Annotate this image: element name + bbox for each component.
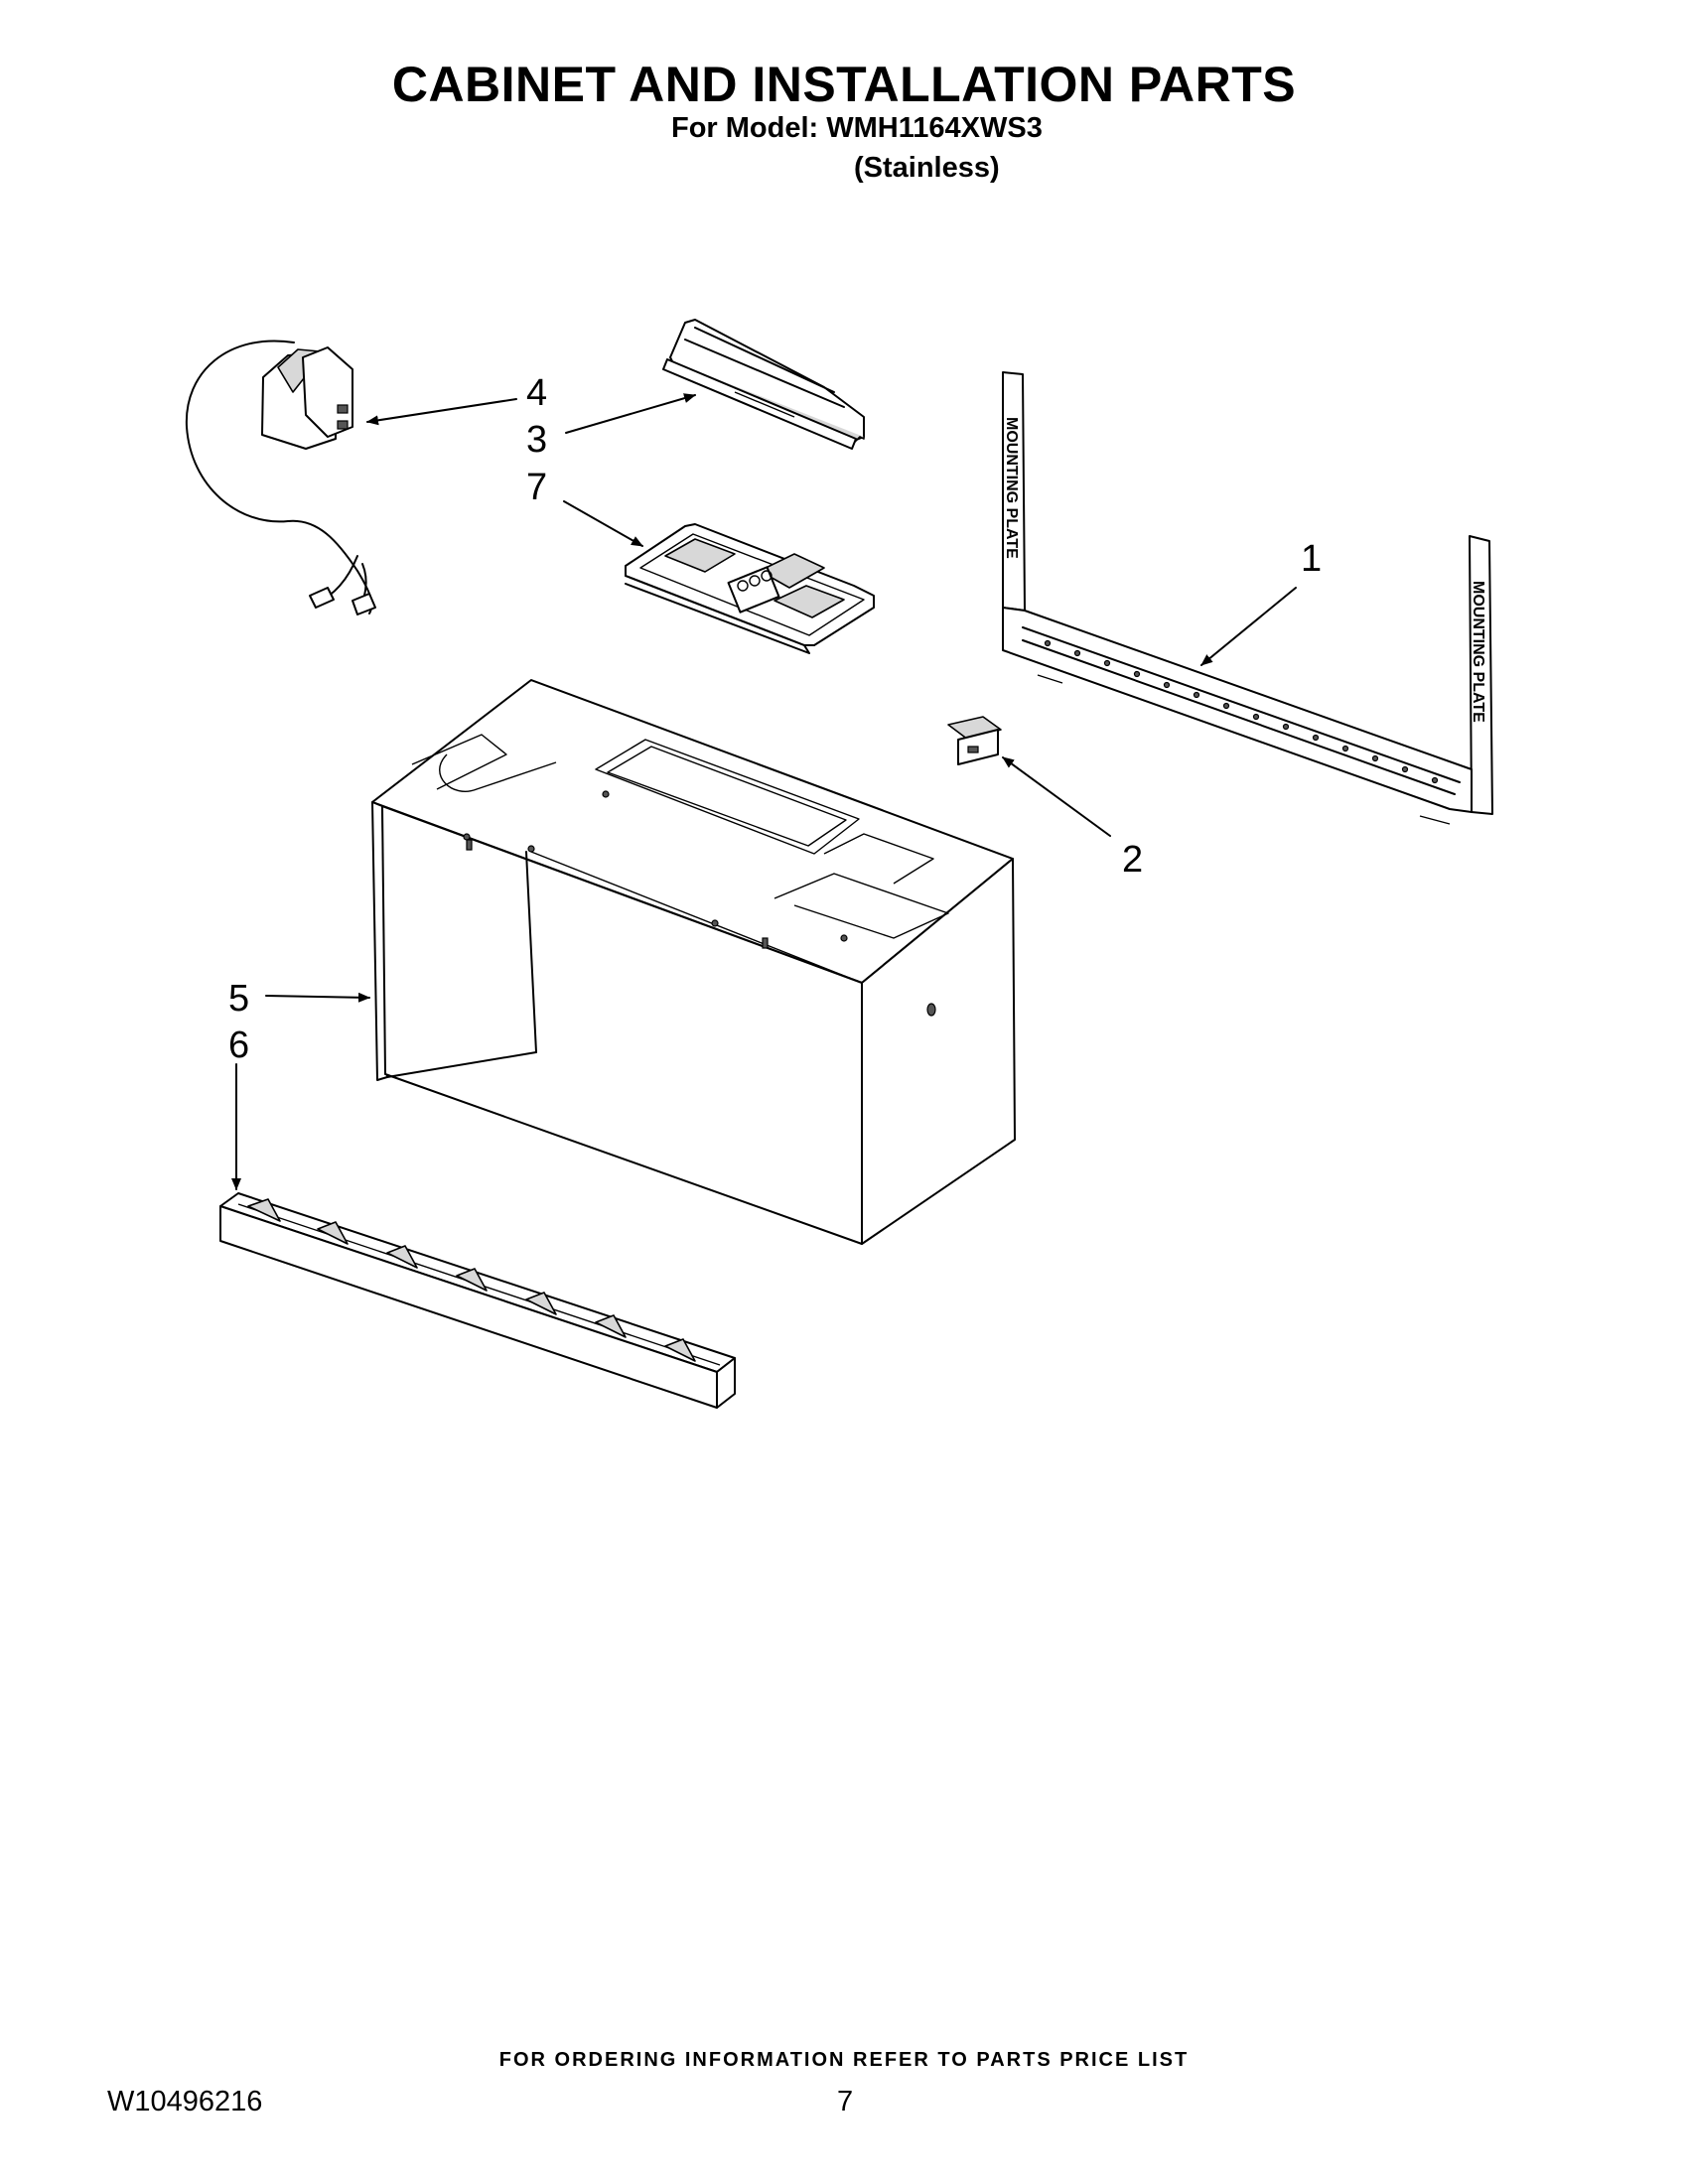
plate-hole-row [1044, 639, 1439, 784]
page-title: CABINET AND INSTALLATION PARTS [391, 57, 1297, 112]
cabinet-part [371, 679, 1016, 1245]
callout-6: 6 [228, 1024, 249, 1066]
leader-arrows [231, 393, 1297, 1190]
damper-plate-part [625, 523, 875, 654]
top-vent-part [662, 319, 865, 450]
callout-2: 2 [1122, 839, 1143, 881]
front-grille-part [219, 1192, 736, 1409]
ordering-info-note: FOR ORDERING INFORMATION REFER TO PARTS … [498, 2049, 1190, 2071]
callout-5: 5 [228, 978, 249, 1020]
page-number: 7 [837, 2086, 854, 2117]
document-number: W10496216 [107, 2086, 263, 2117]
model-variant: (Stainless) [854, 152, 1000, 184]
bracket-part [947, 716, 1002, 765]
plate-label-right: MOUNTING PLATE [1470, 581, 1486, 723]
callout-3: 3 [526, 419, 547, 461]
plate-label-left: MOUNTING PLATE [1003, 417, 1020, 559]
mounting-plate-part: MOUNTING PLATE MOUNTING PLATE [1002, 371, 1493, 825]
callout-4: 4 [526, 372, 547, 414]
callout-1: 1 [1301, 538, 1322, 580]
model-line: For Model: WMH1164XWS3 [671, 112, 1043, 144]
power-cord-part [185, 340, 376, 615]
callout-7: 7 [526, 467, 547, 508]
